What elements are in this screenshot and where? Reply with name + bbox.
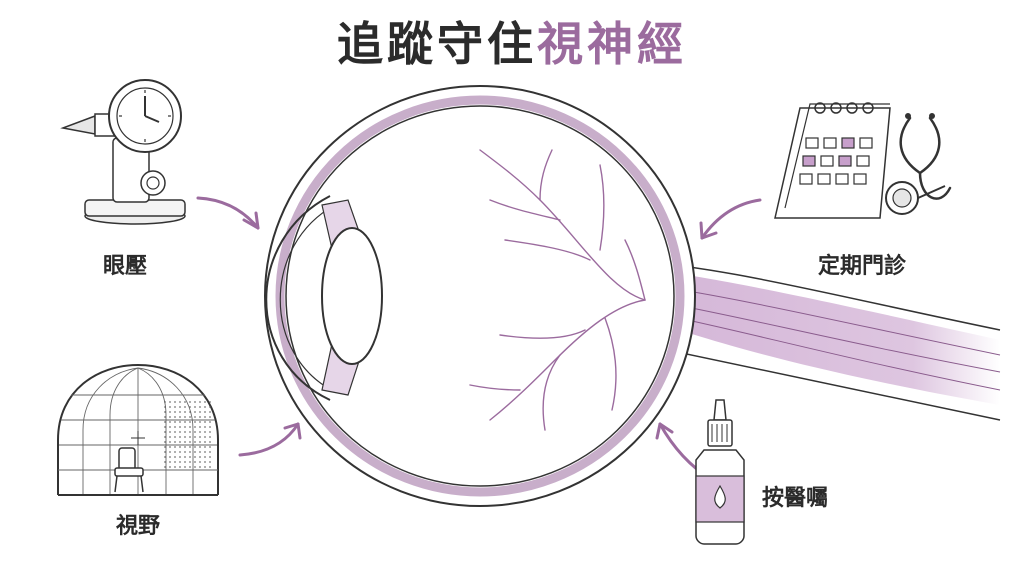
perimeter-dome-icon (57, 363, 219, 496)
eye-drop-bottle-icon (695, 399, 745, 545)
label-eye-pressure: 眼壓 (103, 254, 148, 279)
title-dark-text: 追蹤守住 (337, 17, 537, 71)
calendar-stethoscope-icon (774, 102, 952, 219)
lens (321, 227, 383, 365)
retinal-vessels (469, 149, 646, 431)
label-visual-field: 視野 (116, 514, 161, 539)
label-regular-visit: 定期門診 (818, 254, 907, 279)
page-title: 追蹤守住視神經 (0, 14, 1024, 74)
cornea (265, 195, 331, 401)
tonometer-icon (60, 79, 186, 225)
eyeball (264, 85, 696, 507)
title-accent-text: 視神經 (537, 17, 687, 71)
label-follow-prescription: 按醫囑 (762, 486, 829, 511)
